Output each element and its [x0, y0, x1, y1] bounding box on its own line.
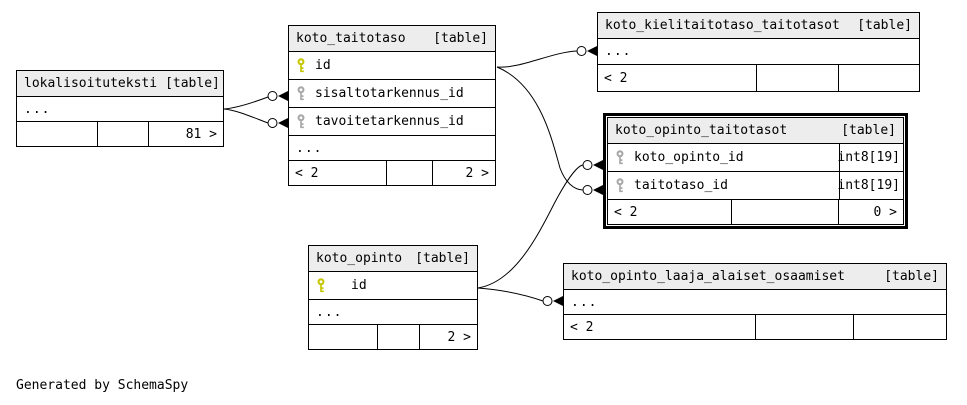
- footer-children-cell: 0 >: [873, 204, 897, 220]
- table-box-koto-opinto-taitotasot[interactable]: koto_opinto_taitotasot [table] koto_opin…: [603, 113, 908, 229]
- column-type: int8[19]: [837, 172, 903, 199]
- footer-spacer-cell: [98, 122, 149, 146]
- table-box-koto-kielitaitotaso-taitotasot[interactable]: koto_kielitaitotaso_taitotasot [table] .…: [597, 12, 920, 92]
- hidden-columns-ellipsis: ...: [17, 97, 223, 122]
- foreign-key-icon: [297, 86, 305, 101]
- table-footer: < 2: [598, 65, 919, 91]
- footer-children-cell: [839, 65, 919, 91]
- column-row: tavoitetarkennus_id: [289, 108, 495, 136]
- footer-parents-cell: < 2: [598, 65, 757, 91]
- table-header[interactable]: koto_opinto_taitotasot [table]: [608, 118, 903, 144]
- column-name: koto_opinto_id: [634, 150, 744, 165]
- footer-parents-cell: [309, 325, 378, 349]
- relationship-taitotaso-kielitaitotaso: [496, 50, 578, 68]
- cardinality-circles: [267, 46, 593, 306]
- table-header[interactable]: koto_opinto_laaja_alaiset_osaamiset [tab…: [564, 264, 946, 290]
- hidden-columns-ellipsis: ...: [289, 136, 495, 161]
- table-type-badge: [table]: [857, 18, 912, 33]
- table-name: koto_opinto_taitotasot: [615, 123, 788, 138]
- table-footer: 81 >: [17, 122, 223, 146]
- column-row: id: [289, 52, 495, 80]
- table-box-koto-opinto[interactable]: koto_opinto [table] id ... 2 >: [308, 245, 478, 350]
- relationship-opinto-opinto-taitotasot: [477, 164, 584, 289]
- column-name: taitotaso_id: [634, 178, 728, 193]
- relationship-arrowheads: [278, 46, 603, 306]
- primary-key-icon: [317, 278, 325, 293]
- hidden-columns-ellipsis: ...: [309, 300, 477, 325]
- column-name: sisaltotarkennus_id: [315, 86, 464, 101]
- footer-children-cell: 2 >: [465, 165, 489, 181]
- foreign-key-icon: [297, 114, 305, 129]
- table-header[interactable]: koto_opinto [table]: [309, 246, 477, 272]
- table-footer: < 2 0 >: [608, 200, 903, 224]
- footer-children-cell: 2 >: [447, 329, 471, 345]
- table-type-badge: [table]: [433, 31, 488, 46]
- hidden-columns-ellipsis: ...: [564, 290, 946, 315]
- table-name: koto_taitotaso: [296, 31, 406, 46]
- table-name: lokalisoituteksti: [24, 76, 158, 91]
- table-type-badge: [table]: [884, 269, 939, 284]
- table-header[interactable]: koto_kielitaitotaso_taitotasot [table]: [598, 13, 919, 39]
- footer-spacer-cell: [387, 161, 433, 185]
- table-type-badge: [table]: [165, 76, 220, 91]
- column-name: id: [351, 278, 367, 293]
- relationship-taitotaso-opinto-taitotasot: [496, 66, 584, 191]
- foreign-key-icon: [616, 178, 624, 193]
- table-box-koto-opinto-laaja-alaiset-osaamiset[interactable]: koto_opinto_laaja_alaiset_osaamiset [tab…: [563, 263, 947, 340]
- footer-spacer-cell: [378, 325, 420, 349]
- hidden-columns-ellipsis: ...: [598, 39, 919, 65]
- relationship-opinto-laaja-alaiset: [477, 287, 544, 302]
- footer-children-cell: [854, 315, 946, 339]
- footer-parents-cell: < 2: [564, 315, 756, 339]
- footer-spacer-cell: [732, 200, 839, 224]
- footer-spacer-cell: [757, 65, 839, 91]
- relationship-lokalisoituteksti-sisaltotarkennus: [223, 96, 269, 110]
- generated-by-note: Generated by SchemaSpy: [16, 378, 189, 393]
- table-name: koto_kielitaitotaso_taitotasot: [605, 18, 840, 33]
- column-row: sisaltotarkennus_id: [289, 80, 495, 108]
- table-header[interactable]: lokalisoituteksti [table]: [17, 71, 223, 97]
- table-footer: < 2: [564, 315, 946, 339]
- column-type: int8[19]: [837, 144, 903, 171]
- table-footer: < 2 2 >: [289, 161, 495, 185]
- footer-spacer-cell: [756, 315, 854, 339]
- footer-parents-cell: [17, 122, 98, 146]
- table-footer: 2 >: [309, 325, 477, 349]
- footer-children-cell: 81 >: [185, 126, 217, 142]
- column-row: koto_opinto_id int8[19]: [608, 144, 903, 172]
- table-type-badge: [table]: [841, 123, 896, 138]
- footer-parents-cell: < 2: [289, 161, 387, 185]
- table-name: koto_opinto_laaja_alaiset_osaamiset: [571, 269, 845, 284]
- relationship-lokalisoituteksti-tavoitetarkennus: [223, 108, 269, 124]
- table-header[interactable]: koto_taitotaso [table]: [289, 26, 495, 52]
- table-name: koto_opinto: [316, 251, 403, 266]
- primary-key-icon: [297, 58, 305, 73]
- table-box-lokalisoituteksti[interactable]: lokalisoituteksti [table] ... 81 >: [16, 70, 224, 147]
- table-box-koto-taitotaso[interactable]: koto_taitotaso [table] id sisaltotarkenn…: [288, 25, 496, 186]
- footer-parents-cell: < 2: [608, 200, 732, 224]
- foreign-key-icon: [616, 150, 624, 165]
- column-name: tavoitetarkennus_id: [315, 114, 464, 129]
- column-name: id: [315, 58, 331, 73]
- column-row: taitotaso_id int8[19]: [608, 172, 903, 200]
- table-type-badge: [table]: [415, 251, 470, 266]
- column-row: id: [309, 272, 477, 300]
